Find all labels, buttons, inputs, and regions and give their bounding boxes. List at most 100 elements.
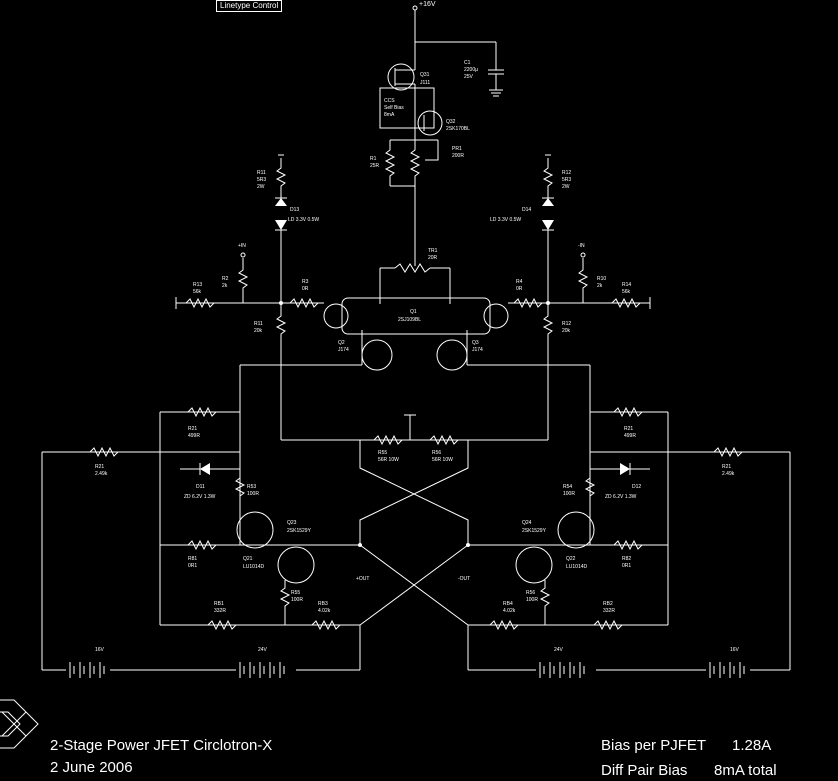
component-label: R82 xyxy=(622,556,631,562)
component-label: J174 xyxy=(338,347,349,353)
component-label: R11 xyxy=(254,321,263,327)
component-label: R2 xyxy=(222,276,229,282)
component-label: RB4 xyxy=(503,601,513,607)
component-label: 56R 10W xyxy=(432,457,453,463)
component-label: 332R xyxy=(603,608,615,614)
battery-16v-right xyxy=(706,660,750,680)
component-label: +IN xyxy=(238,243,246,249)
bias-label: Bias per PJFET xyxy=(601,737,706,754)
component-label: 2.49k xyxy=(722,471,735,477)
component-label: R55 xyxy=(291,590,300,596)
component-label: R10 xyxy=(597,276,606,282)
component-label: 2k xyxy=(597,283,603,289)
component-label: RB3 xyxy=(318,601,328,607)
component-label: 100R xyxy=(526,597,538,603)
component-label: 24V xyxy=(258,647,268,653)
q2-jfet xyxy=(361,339,393,371)
component-label: R56 xyxy=(526,590,535,596)
component-label: R21 xyxy=(95,464,104,470)
battery-16v-left xyxy=(66,660,110,680)
component-label: -IN xyxy=(578,243,585,249)
diff-value: 8mA total xyxy=(714,762,777,779)
component-label: TR1 xyxy=(428,248,438,254)
component-label: 499R xyxy=(624,433,636,439)
title-text: 2-Stage Power JFET Circlotron-X xyxy=(50,737,272,754)
component-label: 2SJ109BL xyxy=(398,317,421,323)
title-block: 2-Stage Power JFET Circlotron-X 2 June 2… xyxy=(0,699,777,779)
component-label: R1 xyxy=(370,156,377,162)
component-label: 56R 10W xyxy=(378,457,399,463)
component-label: LU1014D xyxy=(243,564,265,570)
component-label: Q21 xyxy=(243,556,253,562)
q22-jfet xyxy=(515,546,553,584)
component-label: Q22 xyxy=(566,556,576,562)
component-label: 100R xyxy=(247,491,259,497)
component-label: R21 xyxy=(624,426,633,432)
battery-24v-right xyxy=(536,660,596,680)
q23-mosfet xyxy=(236,511,274,549)
component-label: ZD 6.2V 1.3W xyxy=(184,494,216,500)
component-label: 24V xyxy=(554,647,564,653)
component-label: C1 xyxy=(464,60,471,66)
component-label: R55 xyxy=(378,450,387,456)
component-label: RB1 xyxy=(214,601,224,607)
component-label: D13 xyxy=(290,207,299,213)
component-label: 5R3 xyxy=(257,177,266,183)
component-label: 25R xyxy=(370,163,380,169)
component-label: 56k xyxy=(622,289,631,295)
component-label: -OUT xyxy=(458,576,470,582)
component-label: 0R xyxy=(302,286,309,292)
component-label: R21 xyxy=(188,426,197,432)
component-label: R3 xyxy=(302,279,309,285)
component-label: RB2 xyxy=(603,601,613,607)
component-label: R14 xyxy=(622,282,631,288)
component-label: 2.49k xyxy=(95,471,108,477)
component-label: R13 xyxy=(193,282,202,288)
component-label: R56 xyxy=(432,450,441,456)
input-stage: TR1 20R Q1 2SJ109BL R13 56k +IN R2 2k R3… xyxy=(175,154,651,463)
component-label: Q23 xyxy=(287,520,297,526)
component-label: 100R xyxy=(291,597,303,603)
component-label: 200R xyxy=(452,153,464,159)
component-label: Q24 xyxy=(522,520,532,526)
component-label: 20R xyxy=(428,255,438,261)
component-label: 20k xyxy=(562,328,571,334)
component-label: Q32 xyxy=(446,119,456,125)
component-label: Q3 xyxy=(472,340,479,346)
component-label: 332R xyxy=(214,608,226,614)
component-label: D12 xyxy=(632,484,641,490)
component-label: 2SK1529Y xyxy=(287,528,312,534)
linetype-control-tab[interactable]: Linetype Control xyxy=(216,0,283,12)
q1-dual-jfet xyxy=(341,297,491,335)
q32-jfet xyxy=(417,110,443,136)
component-label: LD 3.3V 0.5W xyxy=(288,217,319,223)
component-label: 2k xyxy=(222,283,228,289)
supply-section: +16V C1 2200µ 25V Q31 J111 CCS Self Bias… xyxy=(370,1,504,258)
component-label: 16V xyxy=(95,647,105,653)
batteries: 16V 24V 24V 16V xyxy=(42,625,790,680)
component-label: R12 xyxy=(562,321,571,327)
output-stage: R21 499R R21 2.49k D11 ZD 6.2V 1.3W R53 … xyxy=(41,365,791,670)
component-label: 2200µ xyxy=(464,67,478,73)
component-label: R53 xyxy=(247,484,256,490)
diff-label: Diff Pair Bias xyxy=(601,762,687,779)
battery-24v-left xyxy=(236,660,296,680)
component-label: ZD 6.2V 1.3W xyxy=(605,494,637,500)
component-label: R4 xyxy=(516,279,523,285)
component-label: 20k xyxy=(254,328,263,334)
component-label: 0R xyxy=(516,286,523,292)
component-label: J111 xyxy=(420,80,430,86)
component-label: R12 xyxy=(562,170,571,176)
component-label: 0R1 xyxy=(188,563,197,569)
component-label: 2SK1529Y xyxy=(522,528,547,534)
component-label: 25V xyxy=(464,74,474,80)
q3-jfet xyxy=(436,339,468,371)
component-label: Q31 xyxy=(420,72,430,78)
component-label: 16V xyxy=(730,647,740,653)
component-label: 4.02k xyxy=(503,608,516,614)
component-label: Q1 xyxy=(410,309,417,315)
component-label: R11 xyxy=(257,170,266,176)
component-label: 2SK170BL xyxy=(446,126,470,132)
component-label: Q2 xyxy=(338,340,345,346)
